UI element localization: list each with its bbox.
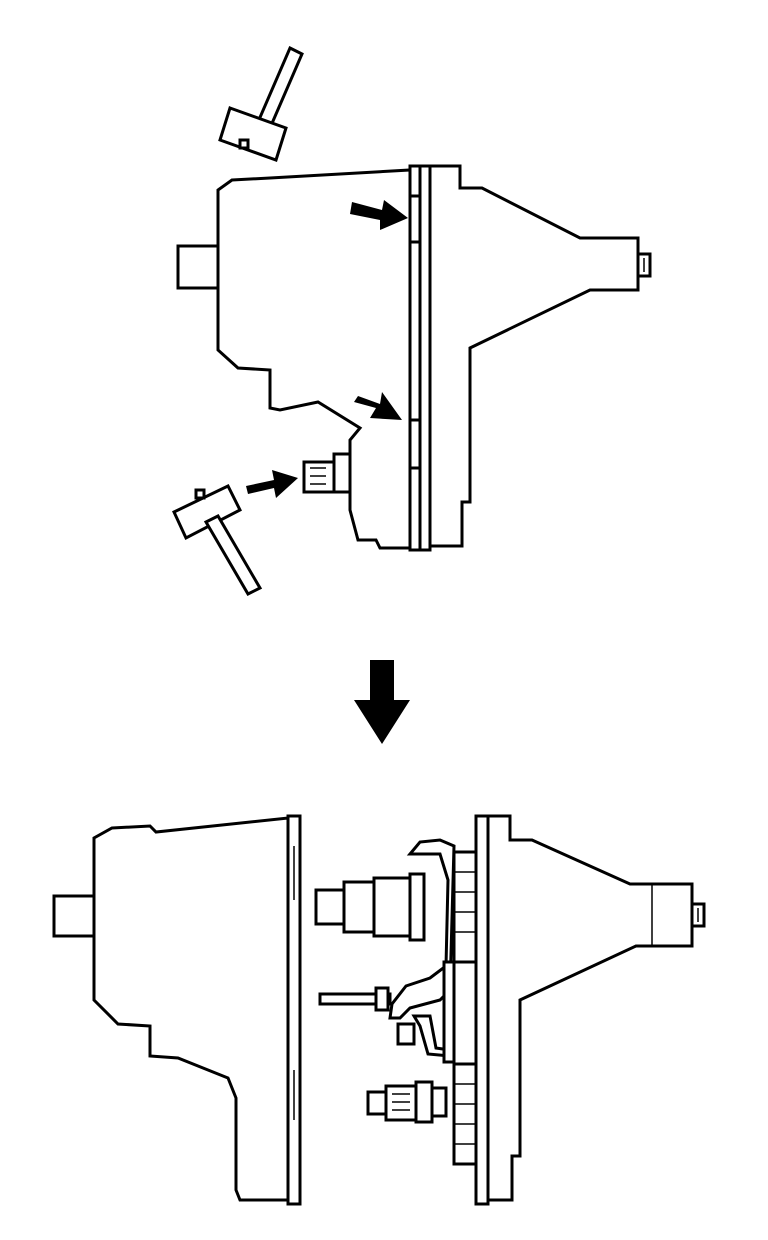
step-1-group bbox=[172, 45, 652, 596]
down-arrow-icon bbox=[354, 660, 410, 744]
rear-case-half bbox=[474, 814, 706, 1206]
arrow-lower-seam-icon bbox=[354, 392, 402, 420]
case-right-half bbox=[428, 164, 652, 548]
step-2-group bbox=[52, 814, 706, 1206]
arrow-shaft-end-icon bbox=[246, 470, 298, 498]
internal-shafts-and-gears bbox=[314, 838, 478, 1166]
tap-hammer-bottom-icon bbox=[172, 484, 263, 596]
case-left-half bbox=[176, 168, 412, 550]
arrow-upper-seam-icon bbox=[350, 200, 408, 230]
front-case-half bbox=[52, 814, 302, 1206]
tap-hammer-top-icon bbox=[218, 45, 304, 162]
case-joint-flange bbox=[408, 164, 432, 552]
